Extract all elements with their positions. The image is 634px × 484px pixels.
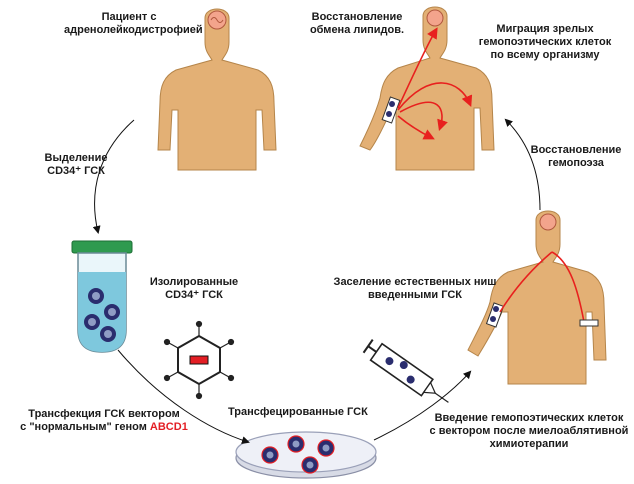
hematopoiesis-label-line1: Восстановление <box>530 144 622 156</box>
tube-cells <box>84 288 120 342</box>
niche-label-line2: введенными ГСК <box>368 289 462 301</box>
lipid-restore-label-line2: обмена липидов. <box>309 24 405 36</box>
migration-label-line1: Миграция зрелых <box>496 23 594 35</box>
petri-dish <box>235 431 377 479</box>
isolated-label-line1: Изолированные <box>149 276 239 288</box>
transfection-label-line2: с "нормальным" геном ABCD1 <box>4 421 204 434</box>
virus-vector <box>163 320 235 400</box>
migration-label-line3: по всему организму <box>490 49 600 61</box>
isolated-label-line2: CD34⁺ ГСК <box>165 289 223 301</box>
infused-patient-figure <box>467 210 607 385</box>
tube-cap-icon <box>71 240 133 254</box>
transfection-label-prefix: с "нормальным" геном <box>20 421 150 433</box>
test-tube <box>71 240 133 353</box>
transfection-label-line1: Трансфекция ГСК вектором <box>28 408 180 420</box>
patient-label: Пациент с адренолейкодистрофией <box>64 11 203 37</box>
migration-label: Миграция зрелых гемопоэтических клеток п… <box>470 23 620 62</box>
syringe <box>362 339 449 403</box>
recovered-patient-figure <box>359 6 495 171</box>
dish-cells <box>261 435 335 474</box>
injection-label-line3: химиотерапии <box>489 438 569 450</box>
lipid-restore-label-line1: Восстановление <box>311 11 403 23</box>
patient-label-line1: Пациент с <box>101 11 157 23</box>
transfected-label: Трансфецированные ГСК <box>228 406 368 418</box>
cycle-arrows <box>92 118 541 445</box>
hematopoiesis-label-line2: гемопоэза <box>548 157 604 169</box>
catheter-icon <box>579 319 599 327</box>
transfection-label: Трансфекция ГСК вектором с "нормальным" … <box>4 408 204 434</box>
hematopoiesis-label: Восстановление гемопоэза <box>526 144 626 170</box>
isolation-label: Выделение CD34⁺ ГСК <box>26 152 126 178</box>
migration-label-line2: гемопоэтических клеток <box>478 36 612 48</box>
patient-label-line2: адренолейкодистрофией <box>64 24 203 36</box>
injection-label-line2: с вектором после миелоаблятивной <box>429 425 629 437</box>
abcd1-gene-label: ABCD1 <box>149 421 188 433</box>
isolation-label-line2: CD34⁺ ГСК <box>47 165 105 177</box>
patient-figure <box>157 8 277 171</box>
isolation-label-line1: Выделение <box>44 152 108 164</box>
injection-label: Введение гемопоэтических клеток с вектор… <box>428 412 630 451</box>
niche-label: Заселение естественных ниш введенными ГС… <box>330 276 500 302</box>
injection-label-line1: Введение гемопоэтических клеток <box>434 412 624 424</box>
lipid-restore-label: Восстановление обмена липидов. <box>302 11 412 37</box>
niche-label-line1: Заселение естественных ниш <box>333 276 497 288</box>
isolated-label: Изолированные CD34⁺ ГСК <box>144 276 244 302</box>
